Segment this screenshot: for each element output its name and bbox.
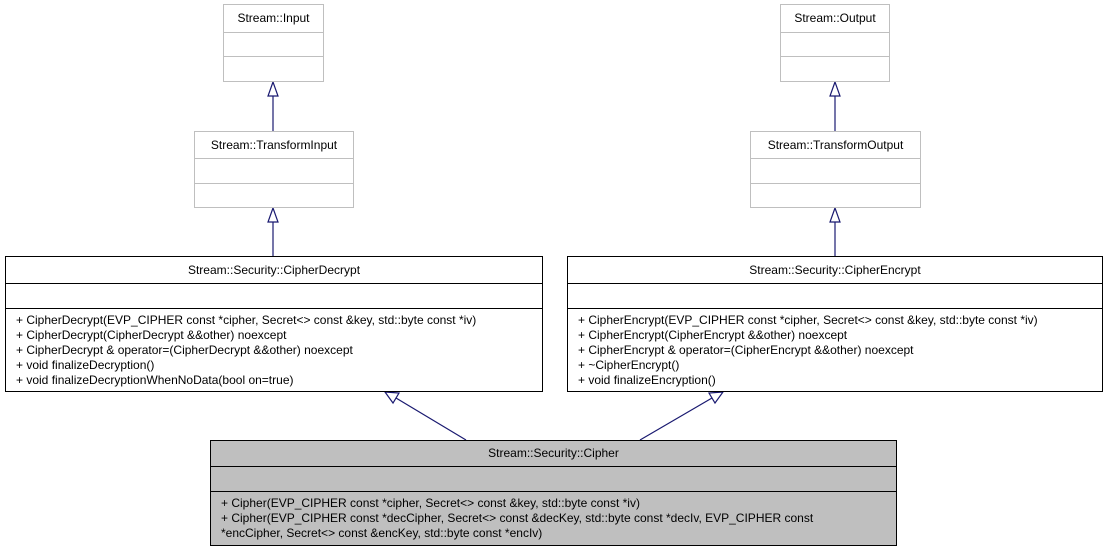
methods-section: [751, 183, 920, 207]
arrowhead-output: [829, 80, 841, 97]
methods-section: [224, 56, 323, 81]
method-item: + ~CipherEncrypt(): [578, 358, 680, 372]
methods-section: [781, 56, 889, 81]
method-item: + Cipher(EVP_CIPHER const *cipher, Secre…: [221, 496, 640, 510]
method-item: + CipherDecrypt(EVP_CIPHER const *cipher…: [16, 313, 477, 327]
class-name: Stream::TransformInput: [210, 138, 338, 152]
class-box-transforminput[interactable]: Stream::TransformInput: [194, 131, 354, 208]
attributes-section: [781, 32, 889, 56]
method-item: + CipherEncrypt & operator=(CipherEncryp…: [578, 343, 914, 357]
method-item: + void finalizeDecryptionWhenNoData(bool…: [16, 373, 294, 387]
class-box-input[interactable]: Stream::Input: [223, 4, 324, 82]
attributes-section: [6, 283, 542, 308]
arrowhead-transformoutput: [829, 206, 841, 223]
class-box-output[interactable]: Stream::Output: [780, 4, 890, 82]
methods-section: + CipherDecrypt(EVP_CIPHER const *cipher…: [6, 308, 542, 388]
arrowhead-cipherdecrypt: [383, 391, 401, 405]
class-name: Stream::Security::CipherEncrypt: [749, 263, 921, 277]
method-item: + CipherDecrypt(CipherDecrypt &&other) n…: [16, 328, 287, 342]
attributes-section: [195, 158, 353, 183]
method-item: + Cipher(EVP_CIPHER const *decCipher, Se…: [221, 511, 814, 525]
class-box-cipherencrypt[interactable]: Stream::Security::CipherEncrypt + Cipher…: [567, 256, 1103, 392]
edge-cipher-to-cipherdecrypt: [395, 397, 467, 441]
class-box-transformoutput[interactable]: Stream::TransformOutput: [750, 131, 921, 208]
method-item: + CipherEncrypt(EVP_CIPHER const *cipher…: [578, 313, 1038, 327]
edge-cipher-to-cipherencrypt: [639, 397, 713, 441]
method-item: + CipherDecrypt & operator=(CipherDecryp…: [16, 343, 353, 357]
class-name: Stream::Input: [237, 11, 310, 25]
methods-section: + CipherEncrypt(EVP_CIPHER const *cipher…: [568, 308, 1102, 388]
methods-section: + Cipher(EVP_CIPHER const *cipher, Secre…: [211, 491, 896, 541]
method-item: *encCipher, Secret<> const &encKey, std:…: [221, 526, 543, 540]
attributes-section: [751, 158, 920, 183]
class-box-cipherdecrypt[interactable]: Stream::Security::CipherDecrypt + Cipher…: [5, 256, 543, 392]
method-item: + void finalizeEncryption(): [578, 373, 716, 387]
class-name: Stream::Output: [794, 11, 876, 25]
arrowhead-transforminput: [267, 206, 279, 223]
arrowhead-cipherencrypt: [707, 391, 725, 405]
class-name: Stream::TransformOutput: [767, 138, 904, 152]
class-box-cipher[interactable]: Stream::Security::Cipher + Cipher(EVP_CI…: [210, 440, 897, 546]
arrowhead-input: [267, 80, 279, 97]
attributes-section: [224, 32, 323, 56]
method-item: + void finalizeDecryption(): [16, 358, 155, 372]
class-name: Stream::Security::Cipher: [488, 446, 619, 460]
methods-section: [195, 183, 353, 207]
attributes-section: [568, 283, 1102, 308]
class-name: Stream::Security::CipherDecrypt: [187, 263, 361, 277]
attributes-section: [211, 466, 896, 491]
method-item: + CipherEncrypt(CipherEncrypt &&other) n…: [578, 328, 848, 342]
